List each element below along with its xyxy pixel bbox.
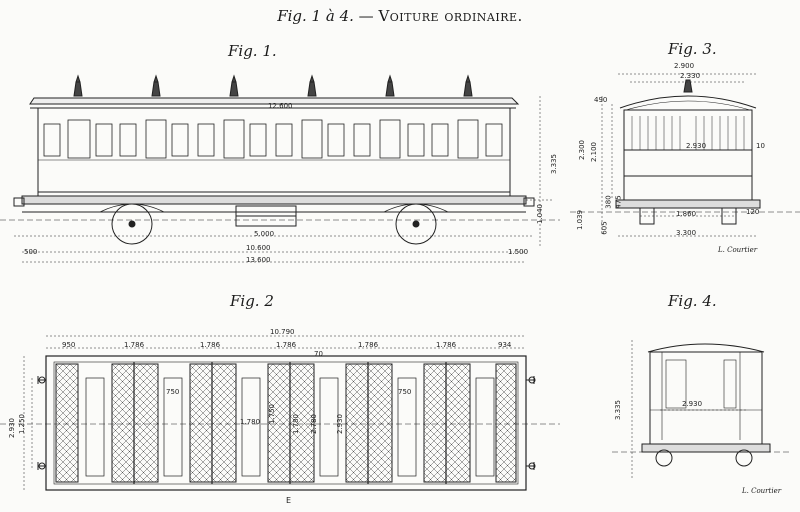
fig2-bottom-mark: E — [286, 496, 292, 505]
fig3-width-top-dim: 2.900 — [674, 62, 695, 70]
fig1-label: Fig. 1. — [228, 42, 277, 60]
fig4-width-dim: 2.930 — [682, 400, 703, 408]
fig2-compartment-3: 1.786 — [276, 341, 297, 349]
fig2-compartment-1: 1.786 — [124, 341, 145, 349]
fig4-label: Fig. 4. — [668, 292, 717, 310]
fig1-roof-dim: 12.600 — [268, 102, 293, 110]
title-figure-range: Fig. 1 à 4. — [277, 7, 354, 25]
fig3-axle-width-dim: 1.860 — [676, 210, 697, 218]
fig2-label: Fig. 2 — [230, 292, 274, 310]
side-windows — [43, 119, 503, 159]
fig3-right-a-dim: 10 — [756, 142, 765, 150]
fig3-label: Fig. 3. — [668, 40, 717, 58]
fig1-left-end-dim: 500 — [24, 248, 38, 256]
title-dash: — — [358, 7, 374, 25]
fig2-length-dim: 10.790 — [270, 328, 295, 336]
fig3-side-top-dim: 490 — [594, 96, 608, 104]
fig1-wheelbase-dim: 5.000 — [254, 230, 275, 238]
title-text: Voiture ordinaire. — [378, 7, 523, 25]
plate-title: Fig. 1 à 4. — Voiture ordinaire. — [0, 7, 800, 25]
fig2-compartment-6: 934 — [498, 341, 512, 349]
fig2-compartment-4: 1.786 — [358, 341, 379, 349]
fig1-inner-dim: 10.600 — [246, 244, 271, 252]
fig3-signature: L. Courtier — [718, 246, 758, 254]
fig2-compartment-2: 1.786 — [200, 341, 221, 349]
fig2-seat-width-dim: 1.780 — [240, 418, 261, 426]
fig2-bench-dim: 750 — [166, 388, 180, 396]
fig2-compartment-5: 1.786 — [436, 341, 457, 349]
fig4-height-dim: 3.335 — [614, 399, 623, 421]
fig1-overall-dim: 13.600 — [246, 256, 271, 264]
fig2-partition-dim: 70 — [314, 350, 323, 358]
fig1-right-end-dim: 1.500 — [508, 248, 529, 256]
fig3-mid-dim: 2.930 — [686, 142, 707, 150]
seat-benches — [55, 363, 517, 483]
fig2-compartment-0: 950 — [62, 341, 76, 349]
roof-lamps — [73, 74, 473, 97]
fig4-signature: L. Courtier — [742, 487, 782, 495]
fig2-bench2-dim: 750 — [398, 388, 412, 396]
fig3-track-dim: 3.300 — [676, 229, 697, 237]
fig3-right-b-dim: 120 — [746, 208, 760, 216]
fig3-width-inner-dim: 2.330 — [680, 72, 701, 80]
